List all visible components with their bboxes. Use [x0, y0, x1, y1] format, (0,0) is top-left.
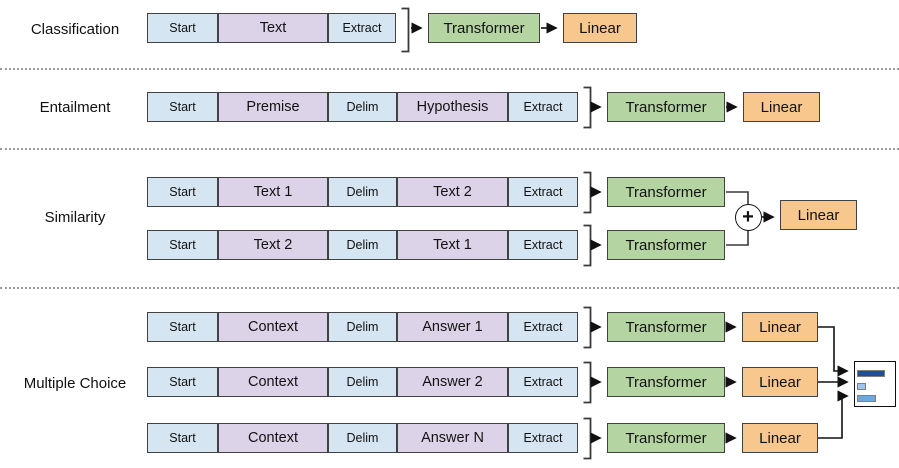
linear-box: Linear: [563, 13, 637, 43]
transformer-box: Transformer: [607, 312, 725, 342]
bracket: [583, 361, 592, 404]
token-box: Hypothesis: [397, 92, 508, 122]
bracket: [583, 306, 592, 349]
token-box: Extract: [508, 367, 578, 397]
token-box: Delim: [328, 367, 397, 397]
linear-box: Linear: [742, 367, 818, 397]
token-box: Answer 1: [397, 312, 508, 342]
token-box: Extract: [328, 13, 396, 43]
section-label-classification: Classification: [30, 20, 120, 38]
token-box: Delim: [328, 92, 397, 122]
token-box: Context: [218, 367, 328, 397]
token-box: Text 1: [397, 230, 508, 260]
token-box: Text 2: [397, 177, 508, 207]
bar-chart-icon: [854, 361, 896, 407]
transformer-box: Transformer: [607, 92, 725, 122]
plus-icon: +: [734, 203, 762, 231]
bracket: [583, 86, 592, 129]
transformer-box: Transformer: [607, 177, 725, 207]
transformer-box: Transformer: [607, 367, 725, 397]
token-box: Delim: [328, 177, 397, 207]
linear-box: Linear: [780, 200, 857, 230]
token-box: Extract: [508, 312, 578, 342]
token-box: Text 1: [218, 177, 328, 207]
token-box: Extract: [508, 177, 578, 207]
connector-arrow: [818, 326, 849, 377]
token-box: Extract: [508, 230, 578, 260]
token-box: Extract: [508, 423, 578, 453]
token-box: Answer N: [397, 423, 508, 453]
linear-box: Linear: [743, 92, 820, 122]
token-box: Answer 2: [397, 367, 508, 397]
token-box: Context: [218, 423, 328, 453]
probability-bar-small: [857, 383, 866, 390]
bracket: [583, 224, 592, 267]
transformer-box: Transformer: [607, 423, 725, 453]
token-box: Start: [147, 423, 218, 453]
token-box: Start: [147, 13, 218, 43]
transformer-box: Transformer: [428, 13, 540, 43]
token-box: Extract: [508, 92, 578, 122]
bracket: [583, 171, 592, 214]
token-box: Start: [147, 312, 218, 342]
section-label-similarity: Similarity: [44, 208, 106, 226]
linear-box: Linear: [742, 423, 818, 453]
token-box: Start: [147, 367, 218, 397]
token-box: Start: [147, 92, 218, 122]
probability-bar-large: [857, 370, 885, 377]
token-box: Text 2: [218, 230, 328, 260]
separator-line: [0, 68, 899, 70]
bracket: [583, 417, 592, 460]
transformer-box: Transformer: [607, 230, 725, 260]
token-box: Delim: [328, 312, 397, 342]
probability-bar-medium: [857, 395, 876, 402]
token-box: Start: [147, 230, 218, 260]
section-label-multiple-choice: Multiple Choice: [23, 374, 127, 392]
token-box: Delim: [328, 230, 397, 260]
separator-line: [0, 287, 899, 289]
token-box: Text: [218, 13, 328, 43]
linear-box: Linear: [742, 312, 818, 342]
token-box: Context: [218, 312, 328, 342]
token-box: Start: [147, 177, 218, 207]
connector-line: [726, 191, 749, 204]
section-label-entailment: Entailment: [39, 98, 111, 116]
bracket: [401, 7, 410, 53]
token-box: Premise: [218, 92, 328, 122]
connector-arrow: [818, 390, 849, 439]
token-box: Delim: [328, 423, 397, 453]
connector-line: [726, 230, 749, 246]
separator-line: [0, 148, 899, 150]
